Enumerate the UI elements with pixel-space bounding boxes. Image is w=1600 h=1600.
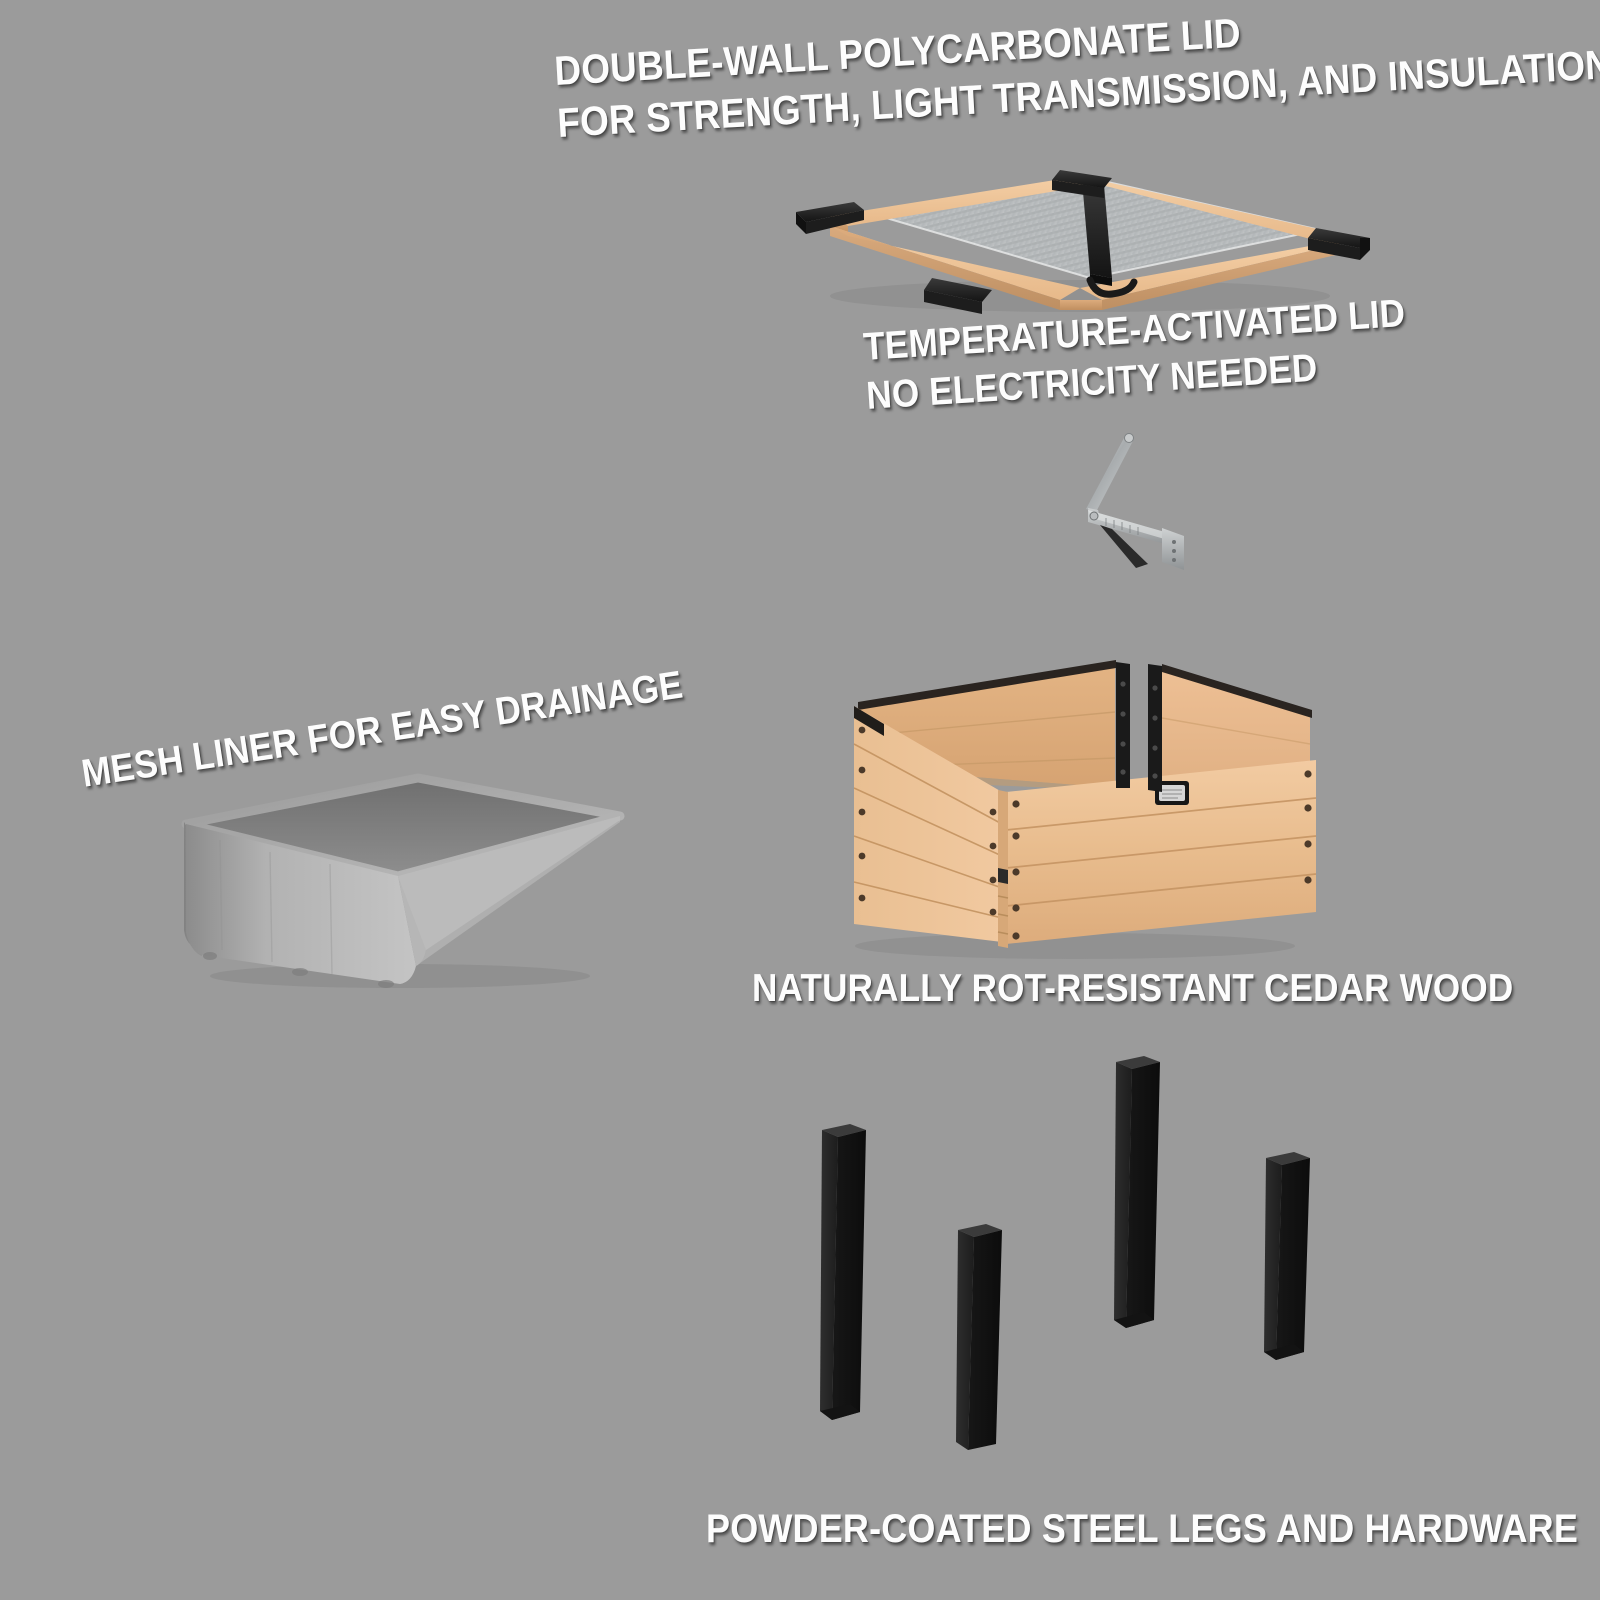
lid-assembly: [760, 150, 1400, 330]
box-vertical-bracket: [1116, 662, 1130, 788]
caption-steel-legs: POWDER-COATED STEEL LEGS AND HARDWARE: [706, 1506, 1578, 1552]
wax-cylinder: [1100, 525, 1148, 568]
box-vertical-bracket: [1148, 664, 1162, 792]
box-front-wall: [1005, 760, 1317, 944]
lid-frame-rail: [1080, 243, 1340, 300]
box-name-plate: [1155, 781, 1189, 805]
caption-lid: DOUBLE-WALL POLYCARBONATE LID FOR STRENG…: [553, 0, 1600, 147]
steel-leg: [1264, 1152, 1310, 1360]
caption-cedar-line1: NATURALLY ROT-RESISTANT CEDAR WOOD: [752, 967, 1514, 1010]
steel-leg: [956, 1224, 1002, 1450]
corner-bracket: [1052, 170, 1112, 198]
mesh-liner: [150, 760, 630, 990]
lid-center-rail: [1082, 180, 1112, 278]
box-left-wall: [853, 706, 1003, 942]
box-interior-back-right: [1162, 666, 1310, 792]
box-screws: [1012, 770, 1312, 940]
vent-mounting-plate: [1162, 528, 1184, 570]
lid-frame-rail: [830, 226, 1080, 300]
vent-upper-arm: [1086, 436, 1134, 512]
steel-legs-group: [780, 1030, 1360, 1450]
caption-cedar-wood: NATURALLY ROT-RESISTANT CEDAR WOOD: [752, 966, 1513, 1011]
cedar-box: [810, 640, 1330, 960]
lid-frame-rail: [1080, 176, 1340, 243]
auto-vent-opener: [1040, 430, 1210, 570]
caption-legs-line1: POWDER-COATED STEEL LEGS AND HARDWARE: [706, 1507, 1579, 1551]
corner-bracket: [924, 278, 992, 314]
corner-bracket: [796, 202, 864, 234]
lid-handle[interactable]: [1086, 276, 1138, 298]
liner-front-face: [186, 824, 416, 984]
steel-leg: [1114, 1056, 1160, 1328]
box-screws: [858, 726, 997, 916]
steel-leg: [820, 1124, 866, 1420]
lid-frame-rail: [830, 176, 1098, 226]
corner-bracket: [1308, 228, 1370, 260]
